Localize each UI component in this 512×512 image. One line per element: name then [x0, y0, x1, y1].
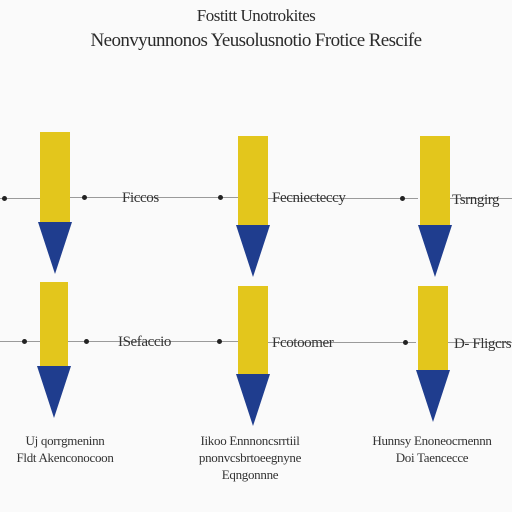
connector-line [0, 341, 40, 342]
caption-1-line2: Fldt Akenconocoon [16, 450, 114, 465]
arrow-tip [38, 222, 72, 274]
row2-label-2: Fcotoomer [272, 335, 334, 351]
caption-2-line3: Eqngonnne [221, 467, 279, 482]
caption-3: Hunnsy Enoneocrnennn Doi Taencecce [352, 432, 512, 466]
row1-label-2: Fecniecteccy [272, 190, 346, 206]
caption-1: Uj qorrgmeninn Fldt Akenconocoon [0, 432, 130, 466]
arrow-stem [420, 136, 450, 226]
node-dot [403, 340, 408, 345]
row2-label-3: D- Fligcrs [454, 336, 512, 352]
row1-label-1: Ficcos [122, 190, 159, 206]
node-dot [82, 195, 87, 200]
caption-3-line1: Hunnsy Enoneocrnennn [372, 433, 492, 448]
connector-line [0, 198, 40, 199]
node-dot [22, 339, 27, 344]
caption-2-line2: pnonvcsbrtoeegnyne [198, 450, 302, 465]
arrow-stem [40, 132, 70, 224]
node-dot [217, 339, 222, 344]
arrow-stem [40, 282, 68, 368]
caption-1-line1: Uj qorrgmeninn [25, 433, 105, 448]
arrow-tip [416, 370, 450, 422]
arrow-stem [238, 286, 268, 376]
caption-2-line1: Iikoo Ennnoncsrrtiil [200, 433, 300, 448]
arrow-tip [37, 366, 71, 418]
connector-line [180, 197, 238, 198]
caption-3-line2: Doi Taencecce [395, 450, 469, 465]
connector-line [68, 341, 238, 342]
arrow-tip [418, 225, 452, 277]
caption-2: Iikoo Ennnoncsrrtiil pnonvcsbrtoeegnyne … [162, 432, 338, 483]
diagram-title-line1: Fostitt Unotrokites [196, 6, 316, 25]
node-dot [2, 196, 7, 201]
node-dot [218, 195, 223, 200]
diagram-title-line2: Neonvyunnonos Yeusolusnotio Frotice Resc… [90, 30, 423, 51]
arrow-stem [238, 136, 268, 226]
connector-line [450, 198, 512, 199]
row1-label-3: Tsrngirg [452, 192, 500, 208]
row2-label-1: ISefaccio [118, 334, 172, 350]
arrow-stem [418, 286, 448, 372]
connector-line [448, 342, 512, 343]
connector-line [70, 197, 180, 198]
connector-line [268, 342, 416, 343]
arrow-tip [236, 374, 270, 426]
node-dot [84, 339, 89, 344]
arrow-tip [236, 225, 270, 277]
node-dot [400, 196, 405, 201]
connector-line [268, 198, 418, 199]
